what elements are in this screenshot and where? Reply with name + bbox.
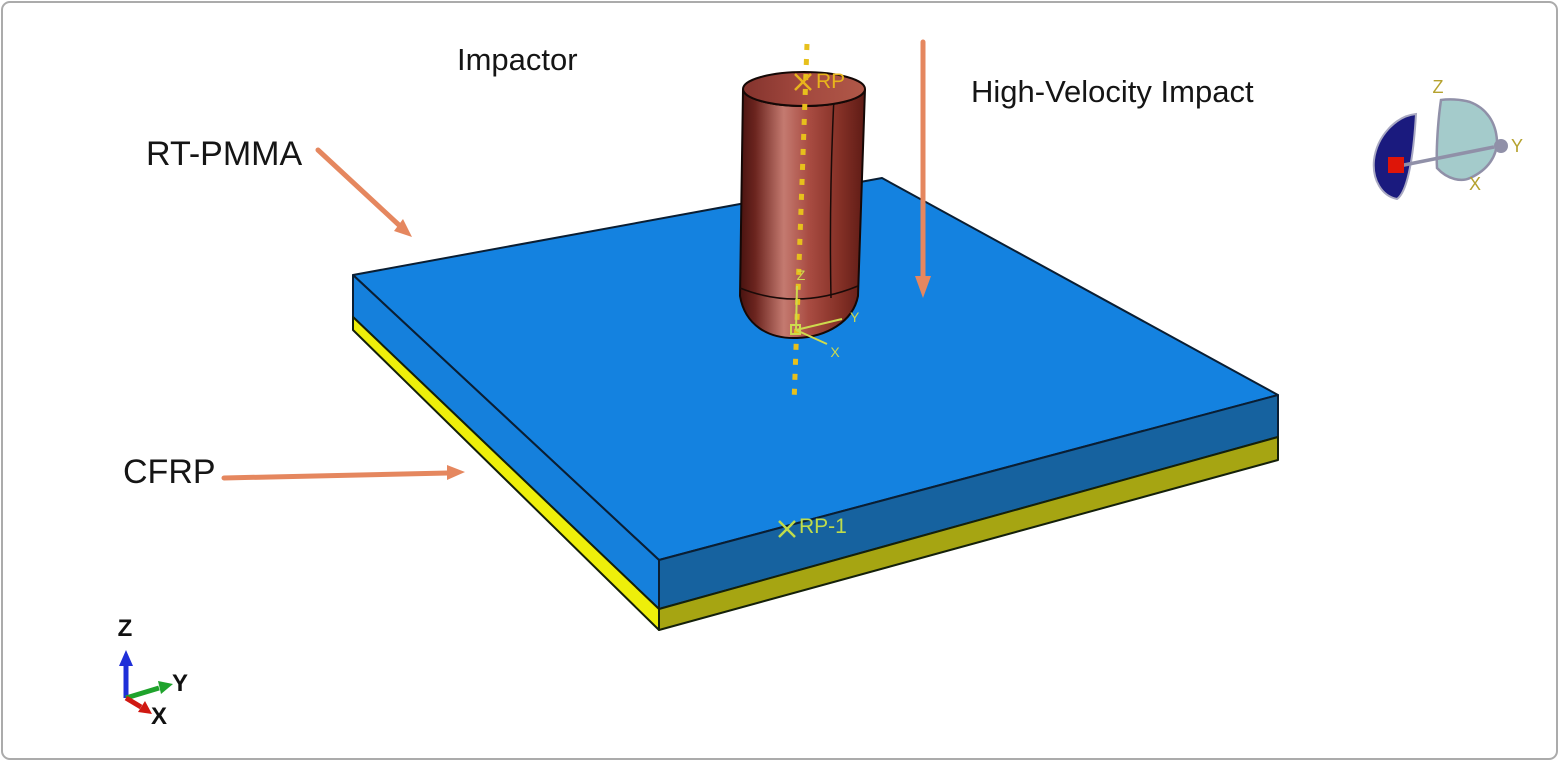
cfrp-arrowhead-icon (447, 465, 465, 480)
impactor-label: Impactor (457, 42, 578, 77)
global-x-arrowhead-icon (138, 701, 152, 714)
rp1-cross-icon (778, 520, 796, 538)
global-y-axis (125, 685, 160, 701)
local-y-axis (795, 318, 843, 331)
compass-front-fan-icon (1435, 98, 1499, 182)
plate-rp1-marker: RP-1 (778, 515, 847, 538)
cfrp-arrow (221, 465, 465, 481)
rt-pmma-arrow (315, 147, 412, 237)
impact-arrowhead-icon (915, 276, 931, 298)
global-y-arrowhead-icon (158, 681, 173, 694)
rt-pmma-label: RT-PMMA (146, 135, 303, 173)
rt-pmma-arrowhead-icon (394, 219, 412, 237)
local-y-label: Y (850, 309, 860, 325)
impactor-cylinder (738, 71, 866, 340)
global-x-label: X (151, 703, 167, 730)
high-velocity-impact-label: High-Velocity Impact (971, 74, 1254, 109)
local-x-axis (795, 329, 828, 345)
global-z-arrowhead-icon (119, 650, 133, 666)
impact-arrow (915, 39, 931, 298)
global-x-axis (124, 695, 143, 710)
compass-red-square-icon (1388, 157, 1404, 173)
cfrp-label: CFRP (123, 453, 216, 491)
cfrp-side-right-face (658, 436, 1279, 631)
impactor-rp-marker: RP (794, 70, 845, 93)
global-axis-triad: Z Y X (118, 615, 188, 730)
view-orientation-compass: Z Y X (1372, 77, 1523, 201)
annotation-arrows (221, 39, 931, 481)
rp1-label: RP-1 (799, 515, 847, 538)
local-z-label: Z (797, 267, 806, 283)
local-x-label: X (830, 344, 840, 360)
rp-label: RP (816, 70, 845, 93)
rp-cross-icon (794, 73, 812, 91)
local-origin-icon (790, 324, 801, 335)
compass-z-label: Z (1433, 77, 1444, 97)
cfrp-arrow-line (221, 470, 451, 481)
impactor-meridian-edge (829, 96, 835, 299)
global-y-label: Y (172, 670, 188, 697)
compass-y-knob-icon (1494, 139, 1508, 153)
compass-y-label: Y (1511, 136, 1523, 156)
local-csys: Z Y X (790, 267, 860, 360)
local-z-axis (795, 285, 798, 331)
rt-pmma-arrow-line (315, 147, 403, 229)
global-z-label: Z (118, 615, 133, 642)
plate (352, 177, 1279, 631)
compass-y-shaft (1398, 145, 1495, 168)
compass-back-fan-icon (1372, 112, 1418, 201)
compass-x-label: X (1469, 174, 1481, 194)
